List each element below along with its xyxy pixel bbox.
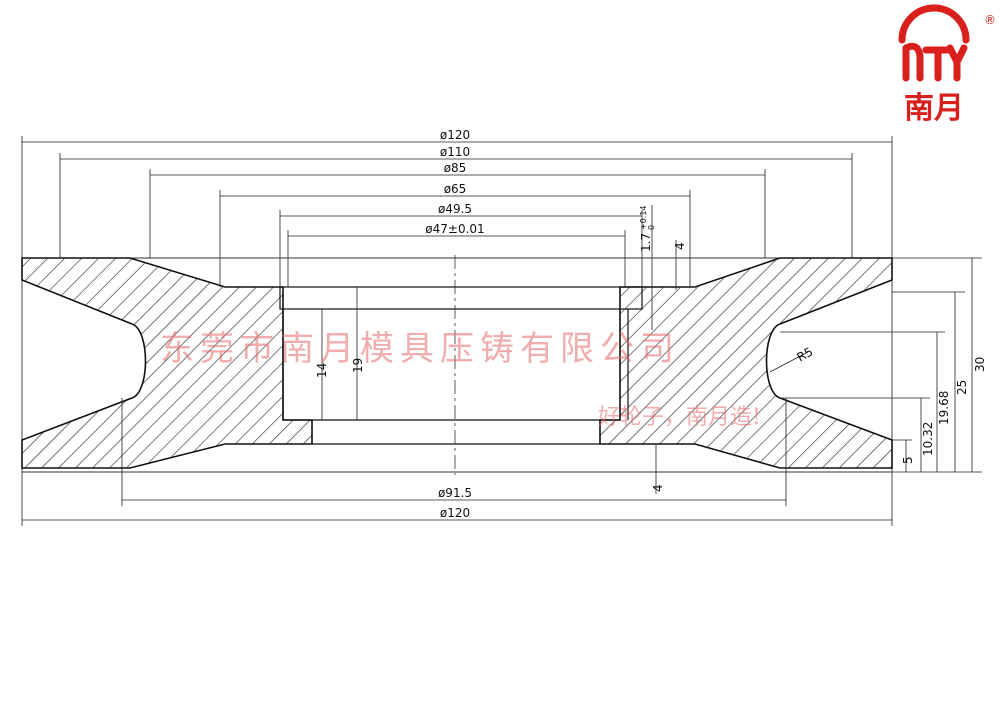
svg-text:0: 0 — [647, 225, 656, 230]
bore-outline — [279, 286, 643, 445]
dim-bore-depth-19: 19 — [351, 358, 365, 373]
dim-radius: R5 — [795, 344, 816, 364]
bottom-dimension-lines — [21, 398, 893, 526]
dim-height-5: 5 — [901, 456, 915, 464]
dim-height-30: 30 — [973, 357, 987, 372]
dim-groove-tolerance: 1.7 +0.14 0 — [639, 205, 656, 252]
brand-name: 南月 — [904, 91, 964, 126]
svg-text:+0.14: +0.14 — [639, 205, 648, 230]
dim-height-10-32: 10.32 — [921, 422, 935, 456]
dim-top-offset: 4 — [673, 242, 687, 250]
brand-logo: 南月 ® — [898, 4, 996, 126]
reference-lines — [21, 257, 893, 473]
dim-bottom-outer: ø120 — [440, 506, 470, 520]
dim-height-25: 25 — [955, 380, 969, 395]
watermark-slogan: 好轮子，南月造! — [598, 405, 761, 430]
watermark-company: 东莞市南月模具压铸有限公司 — [160, 329, 680, 369]
dim-bottom-offset: 4 — [651, 484, 665, 492]
dim-hub-outer: ø65 — [444, 182, 467, 196]
dim-bore: ø47±0.01 — [425, 222, 484, 236]
dim-groove-inner: ø85 — [444, 161, 467, 175]
registered-mark: ® — [984, 13, 996, 27]
bore-depth-dimension-lines — [321, 287, 358, 420]
logo-mark-icon — [898, 4, 970, 82]
right-dimension-lines — [769, 257, 982, 473]
dim-height-19-68: 19.68 — [937, 391, 951, 425]
dim-bore-depth-14: 14 — [315, 363, 329, 378]
svg-text:1.7: 1.7 — [639, 233, 653, 252]
top-dimension-lines — [21, 136, 893, 330]
dim-bearing-seat: ø49.5 — [438, 202, 472, 216]
dim-top-flange: ø110 — [440, 145, 470, 159]
dim-bottom-inner: ø91.5 — [438, 486, 472, 500]
dim-top-outer: ø120 — [440, 128, 470, 142]
